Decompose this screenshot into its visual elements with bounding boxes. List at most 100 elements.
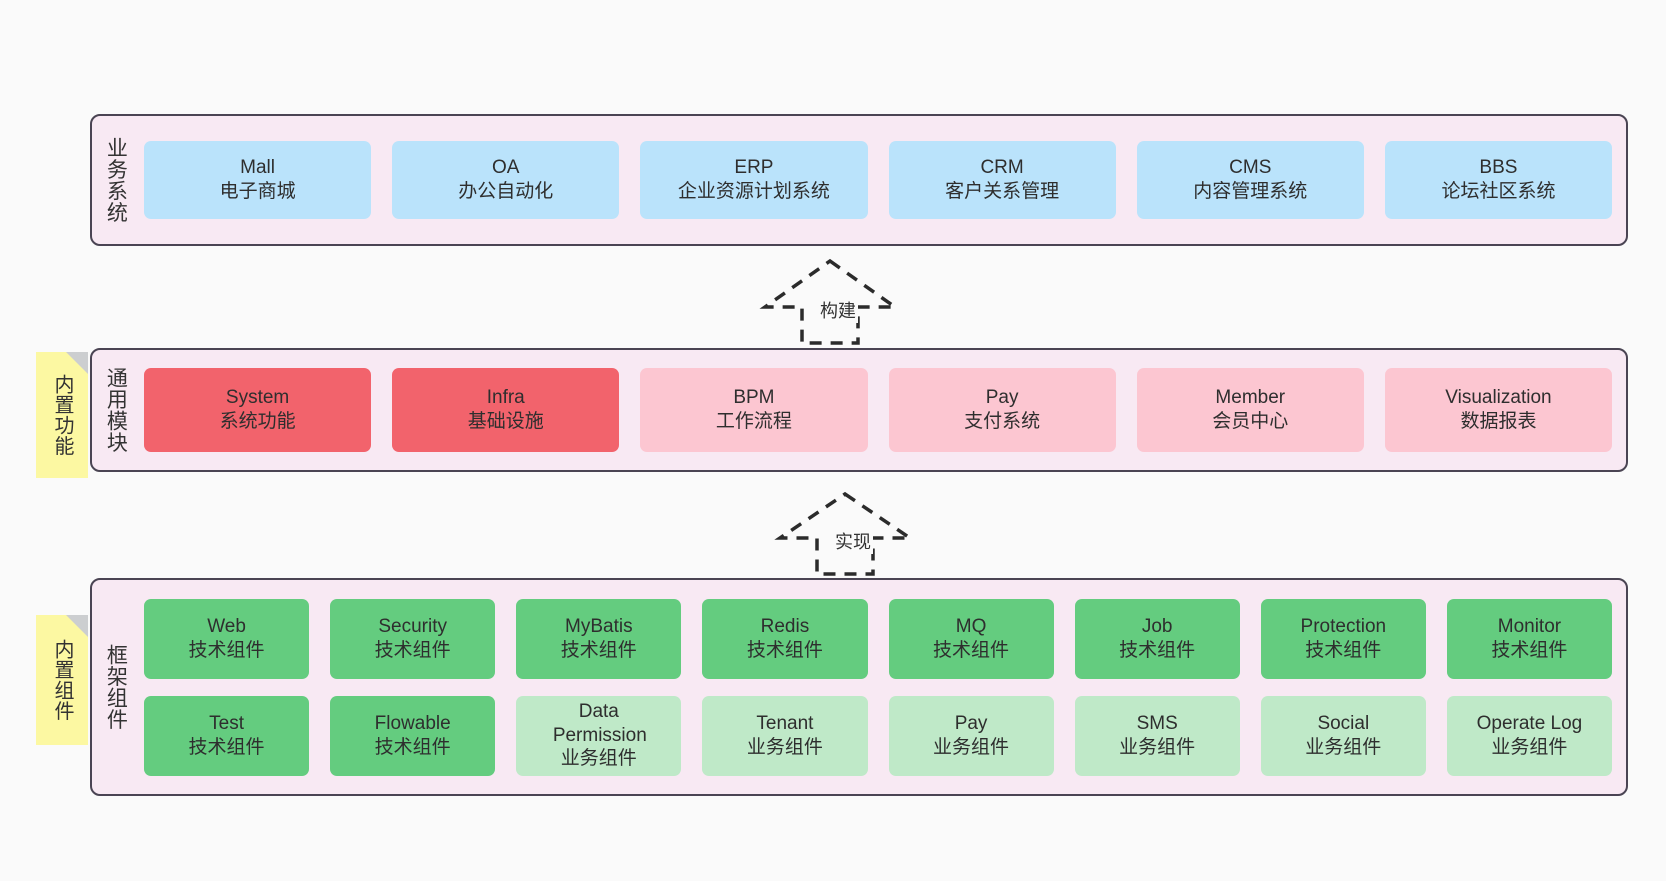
card-row: Mall 电子商城 OA 办公自动化 ERP 企业资源计划系统 CRM 客户关系…: [144, 141, 1613, 219]
card-social[interactable]: Social 业务组件: [1260, 695, 1426, 776]
card-cms[interactable]: CMS 内容管理系统: [1136, 141, 1364, 219]
card-subtitle: 电子商城: [219, 181, 296, 202]
card-test[interactable]: Test 技术组件: [144, 695, 310, 776]
connector-build: 构建: [755, 255, 905, 345]
card-oa[interactable]: OA 办公自动化: [392, 141, 620, 219]
card-title: Protection: [1300, 615, 1387, 637]
card-title: BPM: [733, 387, 775, 409]
card-subtitle: 办公自动化: [458, 181, 554, 202]
note-text: 内置组件: [51, 639, 73, 721]
card-data-permission[interactable]: Data Permission 业务组件: [516, 695, 682, 776]
card-web[interactable]: Web 技术组件: [144, 598, 310, 679]
card-subtitle: 数据报表: [1460, 411, 1537, 432]
card-tenant[interactable]: Tenant 业务组件: [702, 695, 868, 776]
card-title: Tenant: [756, 712, 814, 734]
card-subtitle: 技术组件: [188, 736, 265, 758]
card-mall[interactable]: Mall 电子商城: [144, 141, 372, 219]
card-subtitle: 技术组件: [746, 639, 823, 661]
card-infra[interactable]: Infra 基础设施: [392, 368, 620, 452]
card-title: Security: [378, 615, 447, 637]
card-title: SMS: [1136, 712, 1178, 734]
card-title: Job: [1141, 615, 1173, 637]
card-title: Data Permission: [552, 701, 647, 746]
card-title: Redis: [760, 615, 810, 637]
card-operate-log[interactable]: Operate Log 业务组件: [1446, 695, 1612, 776]
card-title: CRM: [980, 157, 1024, 179]
card-subtitle: 技术组件: [374, 639, 451, 661]
connector-implement: 实现: [770, 488, 920, 576]
card-subtitle: 业务组件: [1119, 736, 1196, 758]
card-subtitle: 企业资源计划系统: [677, 181, 830, 202]
card-subtitle: 业务组件: [933, 736, 1010, 758]
card-subtitle: 技术组件: [188, 639, 265, 661]
card-member[interactable]: Member 会员中心: [1136, 368, 1364, 452]
card-redis[interactable]: Redis 技术组件: [702, 598, 868, 679]
card-subtitle: 业务组件: [746, 736, 823, 758]
card-title: CMS: [1229, 157, 1272, 179]
card-visualization[interactable]: Visualization 数据报表: [1384, 368, 1613, 452]
card-title: Pay: [954, 712, 988, 734]
card-title: Infra: [486, 387, 525, 409]
card-erp[interactable]: ERP 企业资源计划系统: [640, 141, 868, 219]
card-title: Visualization: [1445, 387, 1552, 409]
layer-framework-component: 框架组件 Web 技术组件 Security 技术组件 MyBatis 技术组件…: [90, 578, 1628, 796]
card-title: Mall: [240, 157, 275, 179]
card-sms[interactable]: SMS 业务组件: [1074, 695, 1240, 776]
card-title: Flowable: [374, 712, 451, 734]
card-pay[interactable]: Pay 支付系统: [888, 368, 1116, 452]
layer-body-business-system: Mall 电子商城 OA 办公自动化 ERP 企业资源计划系统 CRM 客户关系…: [138, 116, 1626, 244]
card-mybatis[interactable]: MyBatis 技术组件: [516, 598, 682, 679]
card-flowable[interactable]: Flowable 技术组件: [330, 695, 496, 776]
card-subtitle: 客户关系管理: [945, 181, 1060, 202]
card-subtitle: 业务组件: [560, 748, 637, 770]
card-title: MQ: [955, 615, 987, 637]
card-title: Operate Log: [1476, 712, 1583, 734]
card-security[interactable]: Security 技术组件: [330, 598, 496, 679]
card-bbs[interactable]: BBS 论坛社区系统: [1384, 141, 1613, 219]
card-subtitle: 基础设施: [467, 411, 544, 432]
card-subtitle: 技术组件: [374, 736, 451, 758]
card-title: Member: [1215, 387, 1286, 409]
card-subtitle: 工作流程: [715, 411, 792, 432]
card-title: System: [225, 387, 290, 409]
note-text: 内置功能: [51, 374, 73, 456]
card-row: System 系统功能 Infra 基础设施 BPM 工作流程 Pay 支付系统…: [144, 368, 1613, 452]
card-subtitle: 会员中心: [1212, 411, 1289, 432]
layer-body-framework-component: Web 技术组件 Security 技术组件 MyBatis 技术组件 Redi…: [138, 580, 1626, 794]
card-title: BBS: [1479, 157, 1518, 179]
card-protection[interactable]: Protection 技术组件: [1260, 598, 1426, 679]
implement-arrow-glyph: [774, 491, 916, 576]
card-subtitle: 内容管理系统: [1193, 181, 1308, 202]
build-arrow-glyph: [759, 258, 901, 345]
card-subtitle: 业务组件: [1491, 736, 1568, 758]
layer-title-business-system: 业务系统: [104, 137, 128, 223]
card-title: Pay: [985, 387, 1019, 409]
card-monitor[interactable]: Monitor 技术组件: [1446, 598, 1612, 679]
card-mq[interactable]: MQ 技术组件: [888, 598, 1054, 679]
card-title: Web: [207, 615, 246, 637]
card-bpm[interactable]: BPM 工作流程: [640, 368, 868, 452]
layer-body-common-module: System 系统功能 Infra 基础设施 BPM 工作流程 Pay 支付系统…: [138, 350, 1626, 470]
note-builtin-feature: 内置功能: [36, 352, 88, 478]
card-title: Monitor: [1497, 615, 1562, 637]
card-subtitle: 技术组件: [1491, 639, 1568, 661]
card-system[interactable]: System 系统功能: [144, 368, 372, 452]
card-title: MyBatis: [565, 615, 633, 637]
card-subtitle: 论坛社区系统: [1441, 181, 1556, 202]
card-job[interactable]: Job 技术组件: [1074, 598, 1240, 679]
layer-title-framework-component: 框架组件: [104, 644, 128, 730]
card-crm[interactable]: CRM 客户关系管理: [888, 141, 1116, 219]
card-subtitle: 技术组件: [560, 639, 637, 661]
layer-common-module: 通用模块 System 系统功能 Infra 基础设施 BPM 工作流程 Pay…: [90, 348, 1628, 472]
layer-business-system: 业务系统 Mall 电子商城 OA 办公自动化 ERP 企业资源计划系统 CRM…: [90, 114, 1628, 246]
note-builtin-component: 内置组件: [36, 615, 88, 745]
card-row: Web 技术组件 Security 技术组件 MyBatis 技术组件 Redi…: [144, 598, 1612, 679]
card-pay-component[interactable]: Pay 业务组件: [888, 695, 1054, 776]
card-subtitle: 技术组件: [1305, 639, 1382, 661]
connector-implement-label: 实现: [833, 528, 873, 554]
card-title: Social: [1317, 712, 1370, 734]
card-subtitle: 系统功能: [219, 411, 296, 432]
card-subtitle: 技术组件: [1119, 639, 1196, 661]
card-title: Test: [209, 712, 244, 734]
card-title: ERP: [734, 157, 774, 179]
